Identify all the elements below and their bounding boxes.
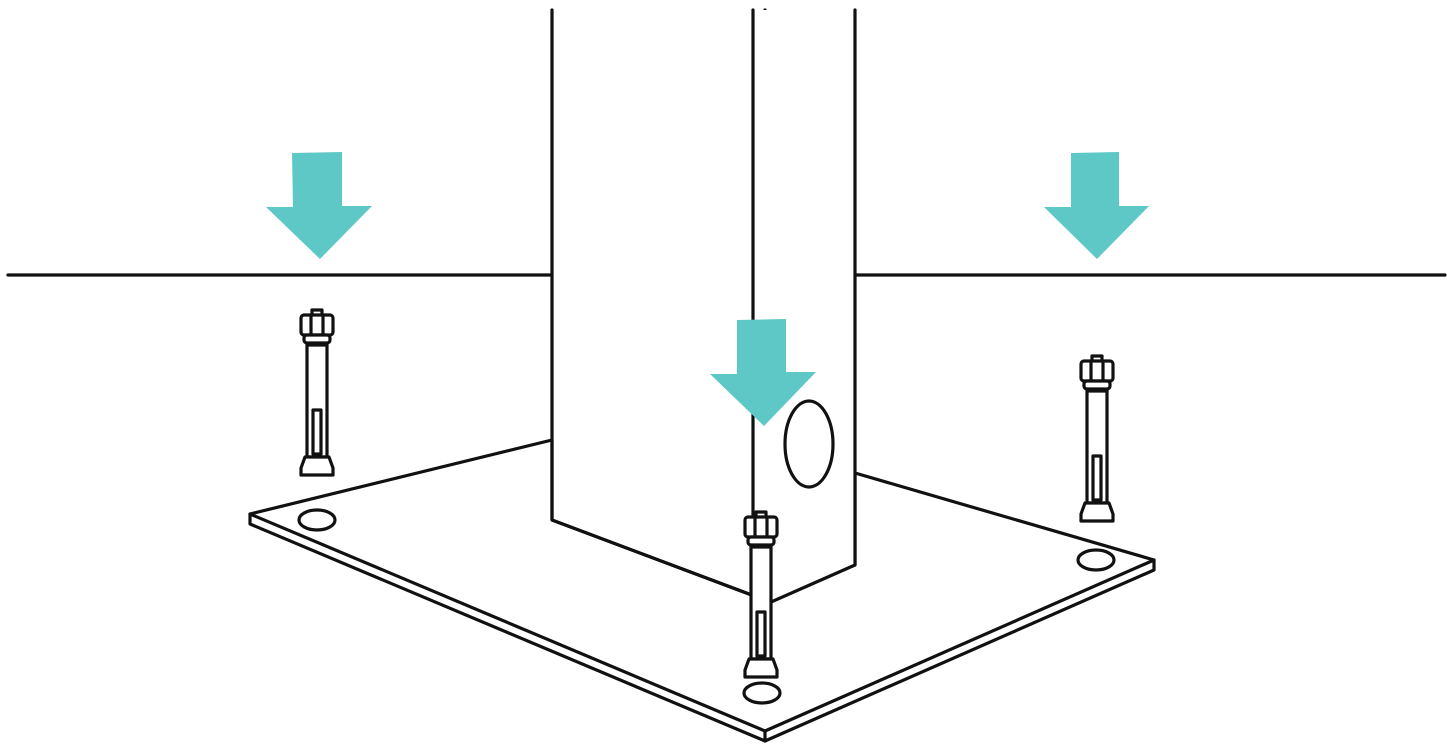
- direction-arrows: [266, 152, 1149, 426]
- down-arrow-icon: [710, 319, 816, 426]
- anchor-bolt-icon: [299, 308, 335, 477]
- plate-hole-left: [297, 508, 337, 532]
- base-plate-top: [248, 438, 1156, 733]
- anchor-bolt-icon: [1079, 354, 1115, 523]
- base-plate: [248, 438, 1156, 743]
- column-left-face: [550, 8, 767, 602]
- anchor-bolt-icon: [743, 510, 779, 679]
- plate-holes: [297, 508, 1116, 705]
- down-arrow-icon: [1044, 152, 1149, 259]
- plate-hole-right: [1076, 548, 1116, 572]
- column-cable-hole: [783, 399, 835, 489]
- column: [550, 8, 857, 612]
- down-arrow-icon: [266, 152, 372, 259]
- plate-hole-front: [742, 681, 782, 705]
